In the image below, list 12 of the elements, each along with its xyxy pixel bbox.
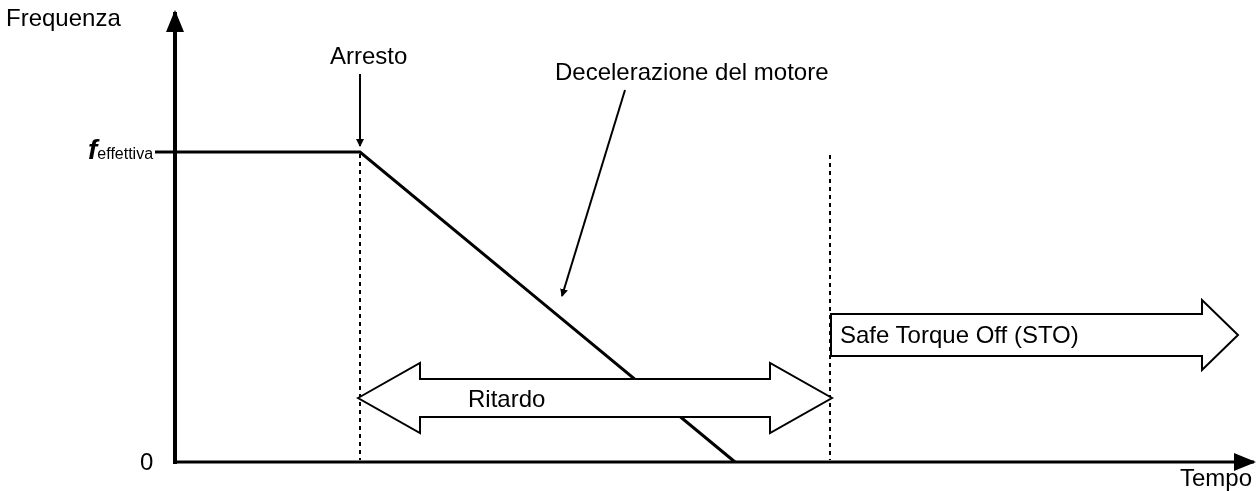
axis-value-label: feffettiva	[88, 136, 154, 164]
leader-arrow	[356, 73, 364, 147]
block-arrow	[830, 298, 1240, 372]
leader-arrow	[560, 89, 626, 297]
axis-title: Tempo	[1180, 466, 1253, 490]
annotation-text: Arresto	[330, 44, 408, 68]
arrow-label: Ritardo	[468, 387, 546, 411]
axis-title: Frequenza	[6, 6, 121, 30]
annotation-text: Decelerazione del motore	[555, 60, 829, 84]
arrow-label: Safe Torque Off (STO)	[840, 323, 1079, 347]
double-block-arrow	[356, 361, 834, 435]
axis-value-label: 0	[140, 450, 154, 474]
